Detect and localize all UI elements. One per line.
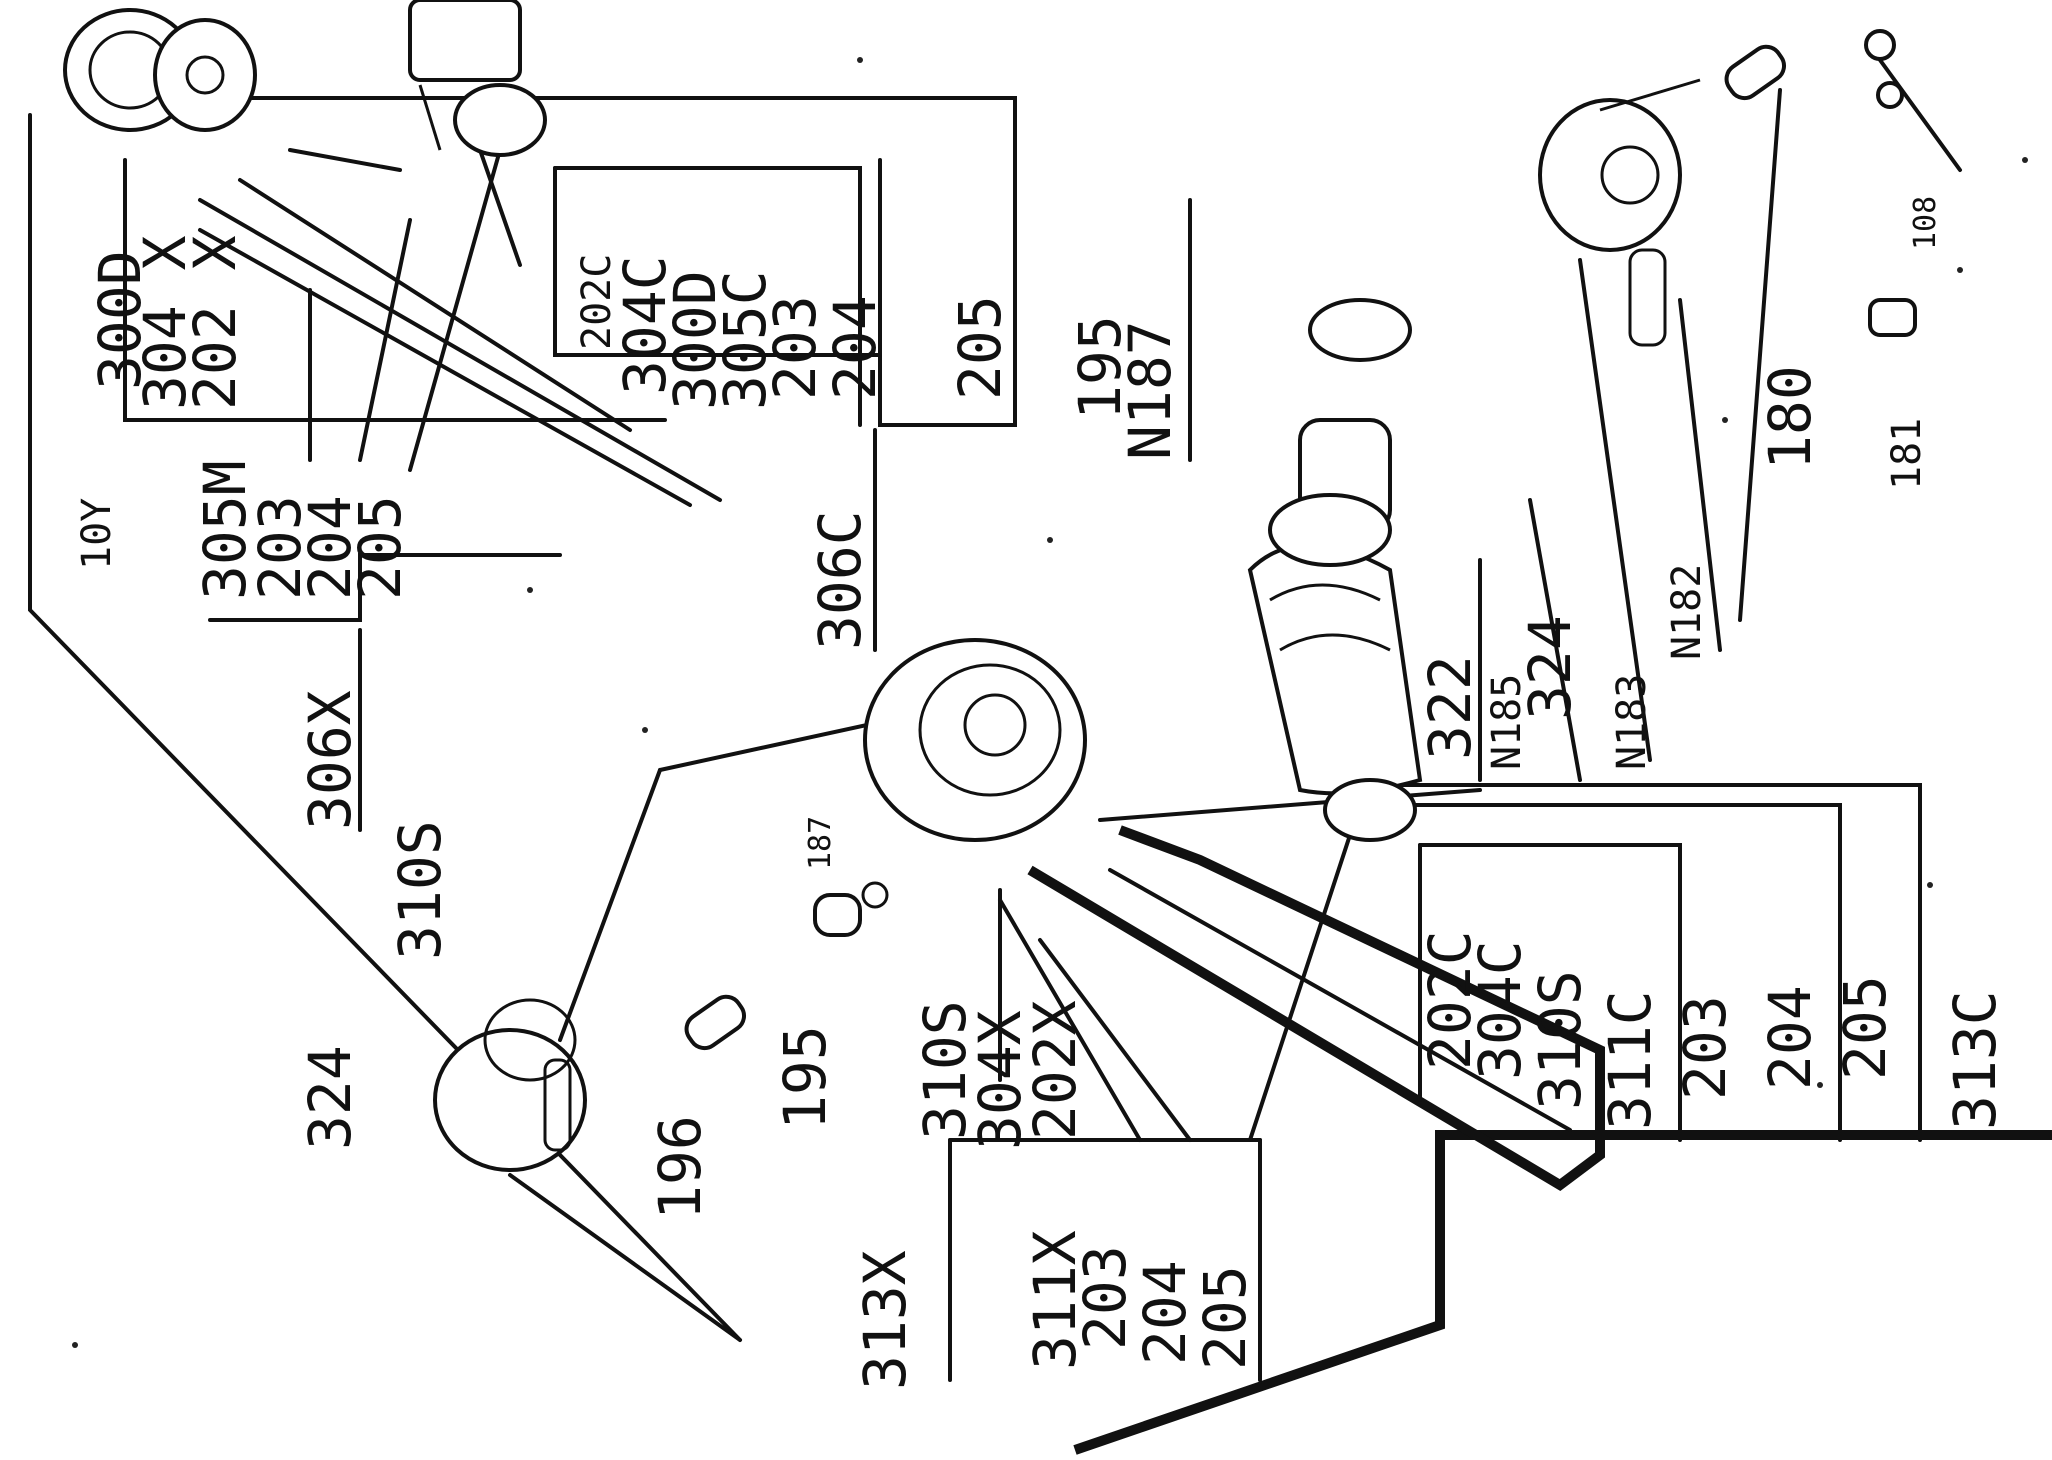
label-313x: 313X	[851, 1250, 919, 1390]
label-324-right: 324	[1516, 615, 1584, 720]
label-300d-b: 300D	[661, 270, 729, 410]
right-line-182	[1678, 298, 1722, 652]
label-306c: 306C	[806, 510, 874, 650]
upper-stack-a-box	[78, 96, 1017, 427]
print-specks	[72, 57, 2028, 1348]
label-n187: N187	[1116, 320, 1184, 460]
bottom-frame-line	[1073, 1130, 2052, 1455]
label-n185: N185	[1484, 674, 1530, 770]
upper-left-cable-drum	[63, 8, 257, 132]
right-line-180	[1738, 88, 1782, 622]
center-to-lower-b	[1038, 938, 1192, 1142]
center-harness-2	[1108, 868, 1572, 1132]
upper-stack-a-bracket	[123, 158, 667, 422]
right-line-108	[1878, 58, 1962, 172]
center-top-grip	[1268, 298, 1412, 567]
right-small-bolt-108	[1864, 29, 1904, 109]
label-310s-left: 310S	[386, 820, 454, 960]
label-204-c: 204	[1756, 985, 1824, 1090]
label-n182: N182	[1664, 564, 1710, 660]
label-304c-a: 304C	[611, 255, 679, 395]
label-181: 181	[1884, 418, 1930, 490]
small-part-187	[813, 881, 889, 937]
label-304c-b: 304C	[1466, 940, 1534, 1080]
small-adjuster-196	[684, 994, 747, 1051]
lower-left-link-2	[658, 718, 892, 772]
center-harness-1	[1027, 825, 1605, 1192]
harness-line-a	[198, 198, 722, 502]
upper-stack-b-left	[553, 166, 882, 357]
center-box-stack	[1418, 843, 1682, 1142]
label-305c: 305C	[711, 270, 779, 410]
label-305m: 305M	[191, 460, 259, 600]
lower-left-link	[558, 768, 662, 1042]
harness-line-g	[408, 148, 502, 472]
label-313c: 313C	[1941, 990, 2009, 1130]
label-310s-d: 310S	[911, 1000, 979, 1140]
right-line-183	[1578, 258, 1652, 762]
label-322: 322	[1416, 655, 1484, 760]
center-to-lower-c	[1248, 833, 1352, 1142]
label-324-left: 324	[296, 1045, 364, 1150]
label-311c: 311C	[1596, 990, 1664, 1130]
label-204-d: 204	[1131, 1260, 1199, 1365]
upper-stack-b-box	[553, 166, 862, 427]
center-box-right	[1398, 783, 1922, 1142]
center-harness-3	[1098, 788, 1482, 822]
label-311x: 311X	[1021, 1230, 1089, 1370]
label-202x-d: 202X	[1021, 1000, 1089, 1140]
center-brake-drum	[863, 638, 1087, 842]
label-10y: 10Y	[74, 498, 120, 570]
label-310s-c: 310S	[1526, 970, 1594, 1110]
label-195-top: 195	[1066, 315, 1134, 420]
right-small-181	[1868, 298, 1917, 337]
label-304x-d: 304X	[966, 1010, 1034, 1150]
label-304x: 304 X	[131, 235, 199, 410]
label-202c-b: 202C	[1416, 930, 1484, 1070]
label-205-b: 205	[946, 295, 1014, 400]
label-202x: 202 X	[181, 235, 249, 410]
label-306x: 306X	[296, 690, 364, 830]
lower-left-wire	[508, 1173, 742, 1342]
label-203-c: 203	[1671, 995, 1739, 1100]
label-205-d: 205	[1191, 1265, 1259, 1370]
label-202c-a: 202C	[574, 254, 620, 350]
harness-line-b	[198, 228, 692, 507]
center-handlebar-clamp	[1247, 543, 1423, 842]
label-196: 196	[646, 1115, 714, 1220]
label-205-c: 205	[1831, 975, 1899, 1080]
upper-shift-lever	[408, 0, 547, 157]
center-to-lower-a	[998, 898, 1142, 1142]
center-box-inner	[1408, 803, 1842, 1142]
right-line-324	[1528, 498, 1582, 782]
label-204-b: 204	[821, 295, 889, 400]
label-203-a: 203	[246, 495, 314, 600]
label-195-left: 195	[771, 1025, 839, 1130]
label-205-a: 205	[346, 495, 414, 600]
harness-line-h	[478, 148, 522, 267]
label-300d: 300D	[86, 250, 154, 390]
label-180: 180	[1756, 365, 1824, 470]
lower-left-shifter	[433, 998, 587, 1172]
label-n183: N183	[1609, 674, 1655, 770]
lower-stack-box	[208, 553, 562, 622]
label-203-d: 203	[1071, 1245, 1139, 1350]
label-203-b: 203	[761, 295, 829, 400]
harness-line-f	[358, 218, 412, 462]
harness-line-d	[288, 148, 402, 172]
label-187: 187	[803, 816, 838, 870]
label-204-a: 204	[296, 495, 364, 600]
label-108: 108	[1908, 196, 1943, 250]
harness-line-c	[238, 178, 632, 432]
right-derailleur	[1538, 44, 1787, 347]
